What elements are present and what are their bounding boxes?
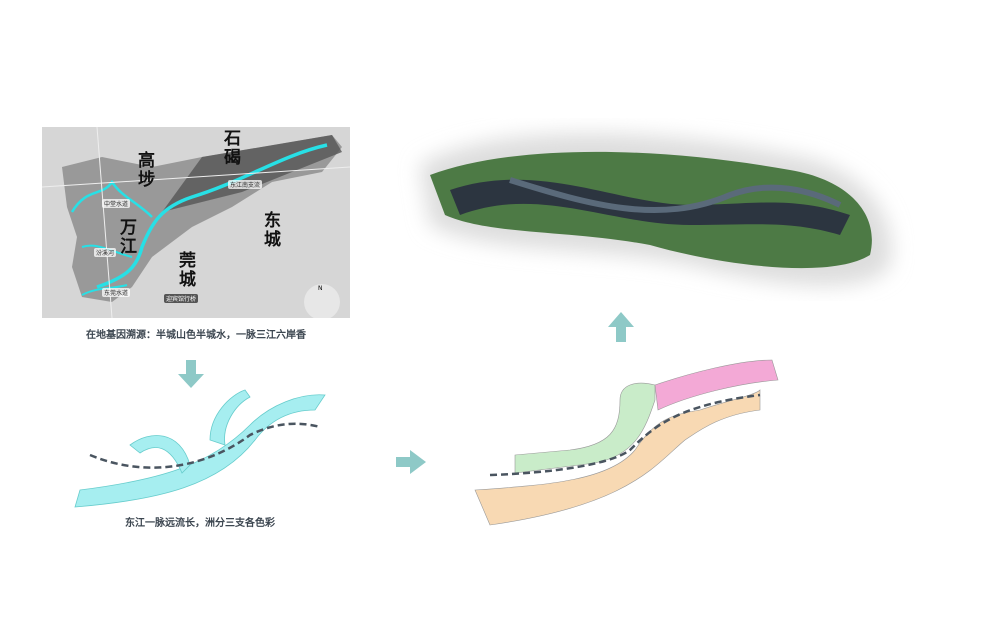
- arrow-down-icon: [178, 360, 204, 388]
- map-caption: 在地基因溯源：半城山色半城水，一脉三江六岸香: [86, 330, 306, 341]
- label-dongjiang: 东江南支流: [228, 180, 263, 189]
- ribbons-caption: 东江一脉远流长，洲分三支各色彩: [125, 518, 275, 529]
- label-bridge: 迎宾馆行桥: [164, 294, 199, 303]
- district-dongcheng: 东城: [264, 211, 281, 250]
- arrow-right-icon: [396, 450, 426, 474]
- label-fenxi: 汾溪河: [94, 248, 117, 257]
- district-wanjiang: 万江: [120, 218, 137, 257]
- north-arrow: N: [318, 285, 323, 292]
- river-ribbons-diagram: [74, 389, 326, 508]
- district-shijie: 石碣: [224, 129, 241, 168]
- massing-diagram: [474, 359, 779, 526]
- map-graphic: [42, 127, 350, 318]
- district-gaobu: 高埗: [138, 151, 155, 190]
- arrow-up-icon: [608, 312, 634, 342]
- site-map: 石碣 高埗 万江 莞城 东城 中堂水道 汾溪河 东莞水道 东江南支流 迎宾馆行桥…: [42, 127, 350, 318]
- label-zhongtang: 中堂水道: [102, 199, 131, 208]
- label-dongguan: 东莞水道: [102, 288, 131, 297]
- aerial-rendering: [420, 133, 892, 286]
- district-guancheng: 莞城: [179, 251, 196, 290]
